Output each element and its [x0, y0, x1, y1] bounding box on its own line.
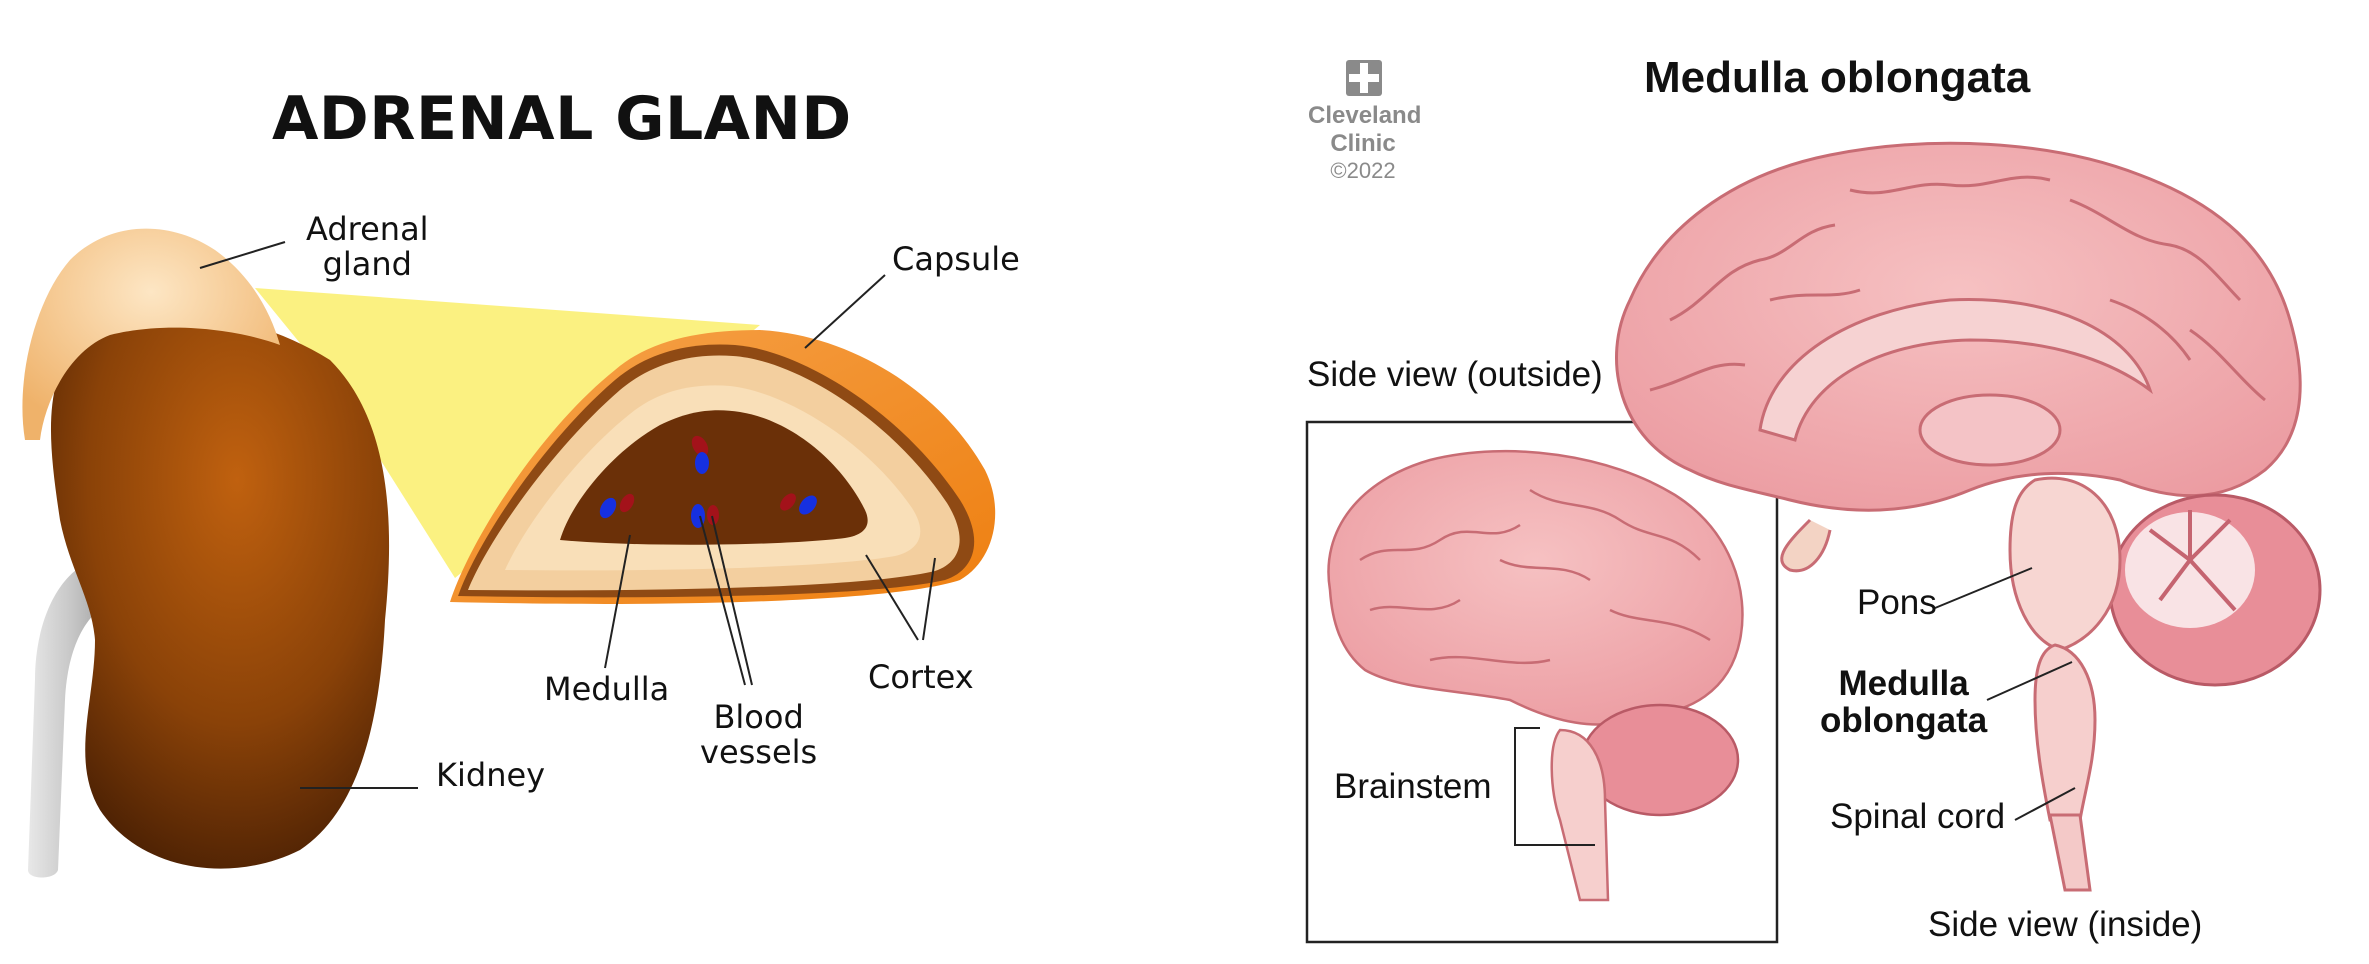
- label-blood-vessels: Blood vessels: [700, 700, 817, 770]
- label-medulla-line2: oblongata: [1820, 703, 1987, 740]
- medulla-oblongata-panel: Cleveland Clinic ©2022 Medulla oblongata…: [1290, 0, 2369, 964]
- label-capsule: Capsule: [892, 242, 1020, 277]
- logo-line2: Clinic: [1308, 130, 1418, 158]
- pons-shape: [2010, 478, 2120, 650]
- label-medulla: Medulla: [544, 672, 669, 707]
- cleveland-clinic-logo: Cleveland Clinic ©2022: [1308, 60, 1418, 186]
- label-adrenal-gland: Adrenal gland: [306, 212, 429, 282]
- label-brainstem: Brainstem: [1334, 768, 1492, 807]
- label-side-view-outside: Side view (outside): [1307, 356, 1603, 395]
- label-adrenal-line2: gland: [306, 247, 429, 282]
- brain-lateral: [1328, 451, 1742, 900]
- label-medulla-line1: Medulla: [1820, 666, 1987, 703]
- label-blood-line2: vessels: [700, 735, 817, 770]
- label-cortex: Cortex: [868, 660, 974, 695]
- diagram-title: ADRENAL GLAND: [272, 86, 852, 152]
- label-kidney: Kidney: [436, 758, 545, 793]
- diagram-title-medulla: Medulla oblongata: [1644, 54, 2030, 102]
- spinal-cord-shape: [2050, 815, 2090, 890]
- logo-line1: Cleveland: [1308, 102, 1418, 130]
- label-blood-line1: Blood: [700, 700, 817, 735]
- blood-vessel-blue: [695, 452, 709, 474]
- brainstem-sagittal: [2010, 478, 2120, 890]
- label-side-view-inside: Side view (inside): [1928, 906, 2202, 945]
- label-spinal-cord: Spinal cord: [1830, 798, 2005, 837]
- label-adrenal-line1: Adrenal: [306, 212, 429, 247]
- logo-copyright: ©2022: [1308, 157, 1418, 186]
- leader-capsule: [805, 275, 885, 348]
- adrenal-gland-panel: ADRENAL GLAND Adrenal gland Capsule Medu…: [0, 0, 1060, 964]
- label-pons: Pons: [1857, 584, 1937, 623]
- kidney-shape: [51, 313, 389, 868]
- label-medulla-oblongata: Medulla oblongata: [1820, 666, 1987, 740]
- cerebellum-sagittal: [2110, 495, 2320, 685]
